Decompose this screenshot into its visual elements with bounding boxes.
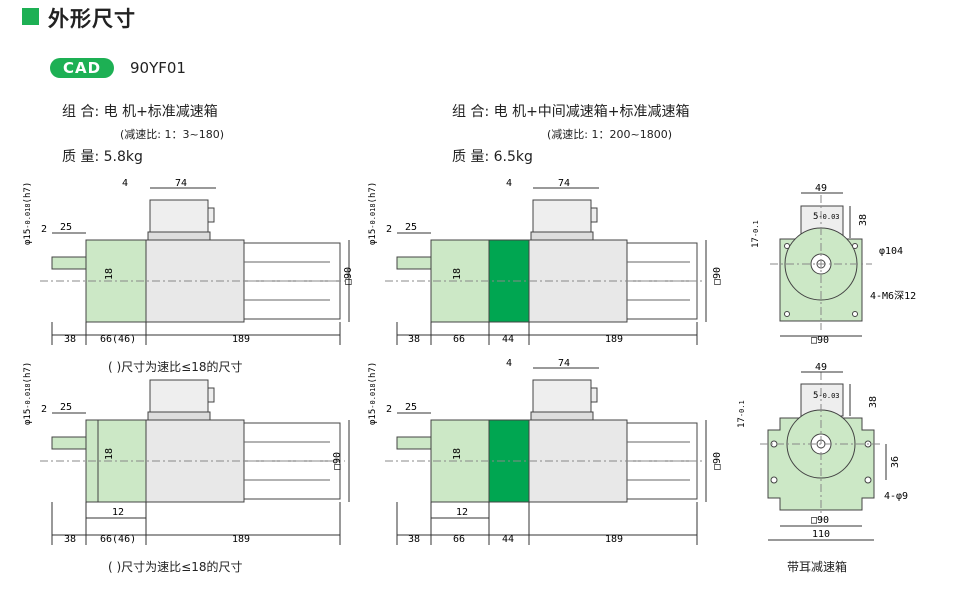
dim-74: 74 <box>175 178 187 189</box>
dim-189: 189 <box>232 534 250 545</box>
dim-38: 38 <box>64 334 76 345</box>
dim-25: 25 <box>405 222 417 233</box>
dim-18: 18 <box>104 268 115 280</box>
dim-25: 25 <box>60 402 72 413</box>
title-marker <box>22 8 39 25</box>
dim-sq90: □90 <box>811 335 829 346</box>
dim-holes: 4-M6深12 <box>870 290 916 302</box>
dim-189: 189 <box>605 534 623 545</box>
dim-25: 25 <box>405 402 417 413</box>
dim-36: 36 <box>890 456 901 468</box>
mass-label: 质 量: <box>452 149 490 165</box>
dim-sq90: □90 <box>712 267 723 285</box>
dim-18: 18 <box>452 268 463 280</box>
dim-38: 38 <box>64 534 76 545</box>
dim-4: 4 <box>122 178 128 189</box>
left-ratio: (减速比: 1：3~180) <box>120 128 224 141</box>
drawing-bottom-middle: 12 38 66 44 189 □90 74 4 25 2 18 φ15-0.0… <box>368 358 723 545</box>
dim-74: 74 <box>558 358 570 369</box>
dim-12: 12 <box>112 507 124 518</box>
dim-ear-holes: 4-φ9 <box>884 491 908 502</box>
dim-66-46: 66(46) <box>100 334 136 345</box>
note-bottom: ( )尺寸为速比≤18的尺寸 <box>108 560 243 574</box>
dim-shaft-dia: φ15-0.018(h7) <box>23 362 33 425</box>
dim-shaft-dia: φ15-0.018(h7) <box>23 182 33 245</box>
dim-17: 17-0.1 <box>737 400 747 428</box>
dim-66: 66 <box>453 534 465 545</box>
drawing-bottom-right: 49 38 5-0.03 17-0.1 36 4-φ9 □90 110 <box>737 362 908 541</box>
dim-key: 5-0.03 <box>813 391 840 401</box>
dim-sq90: □90 <box>712 452 723 470</box>
dim-25: 25 <box>60 222 72 233</box>
dim-44: 44 <box>502 534 514 545</box>
dim-sq90: □90 <box>343 267 354 285</box>
dim-sq90: □90 <box>811 515 829 526</box>
dim-shaft-dia: φ15-0.018(h7) <box>368 182 378 245</box>
dim-17: 17-0.1 <box>751 220 761 248</box>
dim-shaft-dia: φ15-0.018(h7) <box>368 362 378 425</box>
dim-4: 4 <box>506 178 512 189</box>
dim-104: φ104 <box>879 246 903 257</box>
dim-44: 44 <box>502 334 514 345</box>
right-ratio: (减速比: 1：200~1800) <box>547 128 672 141</box>
left-mass: 质 量: 5.8kg <box>62 146 143 166</box>
page-title: 外形尺寸 <box>48 7 136 31</box>
mass-value: 5.8kg <box>103 149 143 165</box>
drawing-bottom-left: 12 38 66(46) 189 □90 25 2 18 φ15-0.018(h… <box>23 362 350 545</box>
dim-189: 189 <box>232 334 250 345</box>
combo-label: 组 合: <box>452 104 490 120</box>
right-mass: 质 量: 6.5kg <box>452 146 533 166</box>
dim-38v: 38 <box>858 214 869 226</box>
dim-38: 38 <box>408 534 420 545</box>
dim-4: 4 <box>506 358 512 369</box>
dim-18: 18 <box>104 448 115 460</box>
drawing-top-middle: 38 66 44 189 □90 74 4 25 2 18 φ15-0.018(… <box>368 178 723 345</box>
note-top: ( )尺寸为速比≤18的尺寸 <box>108 360 243 374</box>
dim-key: 5-0.03 <box>813 212 840 222</box>
dim-74: 74 <box>558 178 570 189</box>
dim-189: 189 <box>605 334 623 345</box>
dim-110: 110 <box>812 529 830 540</box>
right-combo: 组 合: 电 机+中间减速箱+标准减速箱 <box>452 101 690 121</box>
drawing-top-left: 38 66(46) 189 □90 74 4 25 2 18 φ15-0.018… <box>23 178 354 345</box>
dim-49: 49 <box>815 183 827 194</box>
dim-2: 2 <box>41 224 47 235</box>
dim-2: 2 <box>386 404 392 415</box>
dim-2: 2 <box>386 224 392 235</box>
model-number: 90YF01 <box>130 59 186 77</box>
cad-button[interactable]: CAD <box>50 58 114 78</box>
dim-38v: 38 <box>868 396 879 408</box>
dim-sq90: □90 <box>332 452 343 470</box>
dim-12: 12 <box>456 507 468 518</box>
eared-caption: 带耳减速箱 <box>787 560 848 574</box>
dim-18: 18 <box>452 448 463 460</box>
left-combo: 组 合: 电 机+标准减速箱 <box>62 101 218 121</box>
mass-value: 6.5kg <box>493 149 533 165</box>
dim-66: 66 <box>453 334 465 345</box>
drawing-top-right: 49 38 5-0.03 17-0.1 φ104 4-M6深12 □90 <box>751 183 916 346</box>
combo-label: 组 合: <box>62 104 100 120</box>
dim-38: 38 <box>408 334 420 345</box>
mass-label: 质 量: <box>62 149 100 165</box>
dim-66-46: 66(46) <box>100 534 136 545</box>
combo-value: 电 机+中间减速箱+标准减速箱 <box>493 104 690 120</box>
dim-49: 49 <box>815 362 827 373</box>
dim-2: 2 <box>41 404 47 415</box>
combo-value: 电 机+标准减速箱 <box>103 104 218 120</box>
